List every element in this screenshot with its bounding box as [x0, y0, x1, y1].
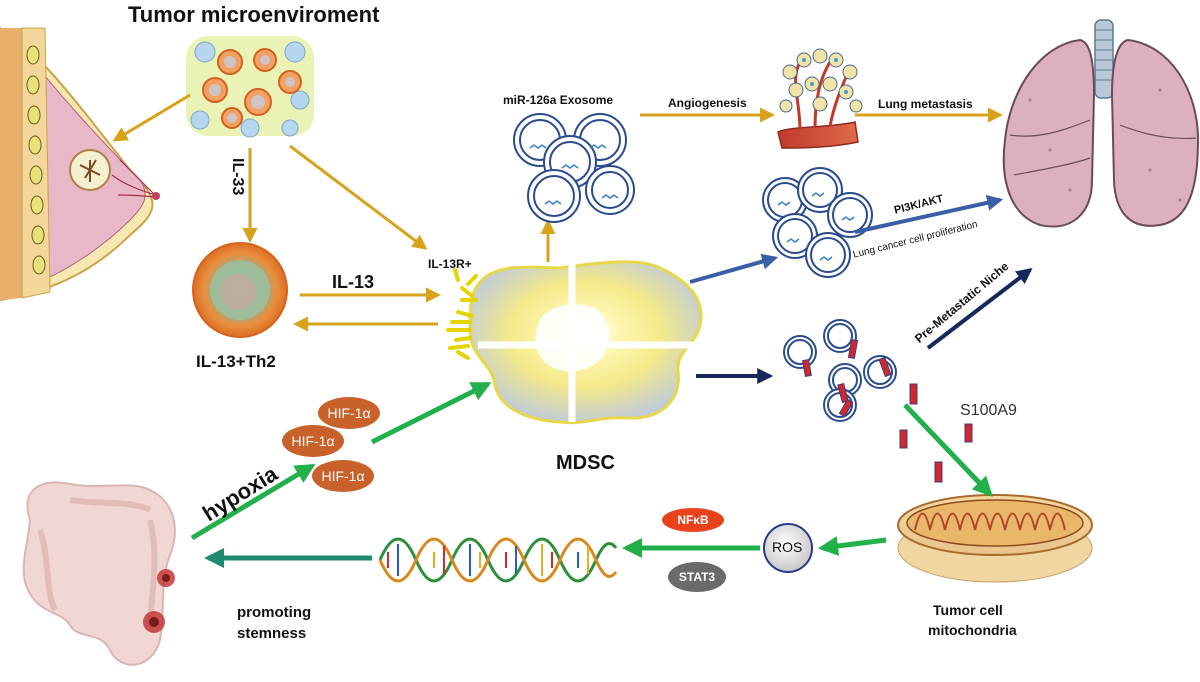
hif-label: HIF-1α: [291, 433, 335, 449]
exosome-cluster-lung: [762, 167, 873, 278]
stemness-label-line2: stemness: [237, 625, 307, 642]
th2-label: IL-13+Th2: [196, 352, 276, 371]
gold-arrows: [112, 93, 1003, 332]
s100a9-vesicles: [783, 319, 973, 483]
exosome-label: miR-126a Exosome: [503, 93, 614, 107]
ros-label: ROS: [772, 539, 803, 555]
mitochondria-to-ros-arrow: [818, 536, 887, 556]
breast-illustration: [0, 26, 160, 302]
mdsc-cell: [446, 260, 703, 425]
ros-molecule: [763, 523, 813, 573]
stat3-label: STAT3: [678, 570, 716, 584]
il33-label: IL-33: [229, 158, 246, 196]
pre-metastatic-niche-arrow: [926, 268, 1033, 350]
s100a9-label: S100A9: [960, 402, 1017, 419]
nfkb-pill: NFκB: [662, 508, 724, 532]
lungs-illustration: [1002, 19, 1200, 228]
th2-cell: [192, 242, 288, 338]
stemness-label-line1: promoting: [237, 604, 312, 621]
breast-to-tme-arrow: [112, 93, 191, 142]
mitochondria-label-line1: Tumor cell: [933, 602, 1003, 618]
lung-metastasis-label: Lung metastasis: [878, 97, 973, 111]
hif-pill: HIF-1α: [312, 460, 374, 492]
il13r-label: IL-13R+: [428, 257, 472, 271]
il13-receptors: [446, 268, 478, 360]
hif-label: HIF-1α: [321, 468, 365, 484]
green-arrows: [190, 381, 993, 558]
mitochondria-illustration: [897, 494, 1093, 583]
stat3-pill: STAT3: [668, 562, 726, 592]
hif-pill: HIF-1α: [282, 425, 344, 457]
hif-pill: HIF-1α: [318, 397, 380, 429]
hif-label: HIF-1α: [327, 405, 371, 421]
hif-to-mdsc-arrow: [370, 381, 492, 445]
s100a9-to-mitochondria-arrow: [903, 403, 993, 497]
exosome-cluster: [513, 113, 635, 223]
tumor-microenvironment-title: Tumor microenviroment: [128, 2, 380, 27]
colon-illustration: [22, 481, 176, 666]
mdsc-label: MDSC: [556, 452, 615, 474]
angiogenesis-illustration: [777, 48, 863, 149]
dna-helix: [378, 537, 618, 583]
angiogenesis-label: Angiogenesis: [668, 96, 747, 110]
mdsc-to-lung-exosome-arrow: [689, 253, 779, 284]
tumor-microenvironment-illustration: [186, 36, 314, 138]
hypoxia-arrow: [190, 463, 316, 541]
pi3k-akt-arrow: [854, 194, 1004, 234]
nfkb-label: NFκB: [677, 513, 709, 527]
il13-label: IL-13: [332, 272, 375, 292]
mitochondria-label-line2: mitochondria: [928, 622, 1017, 638]
tme-to-mdsc-arrow: [289, 144, 428, 250]
